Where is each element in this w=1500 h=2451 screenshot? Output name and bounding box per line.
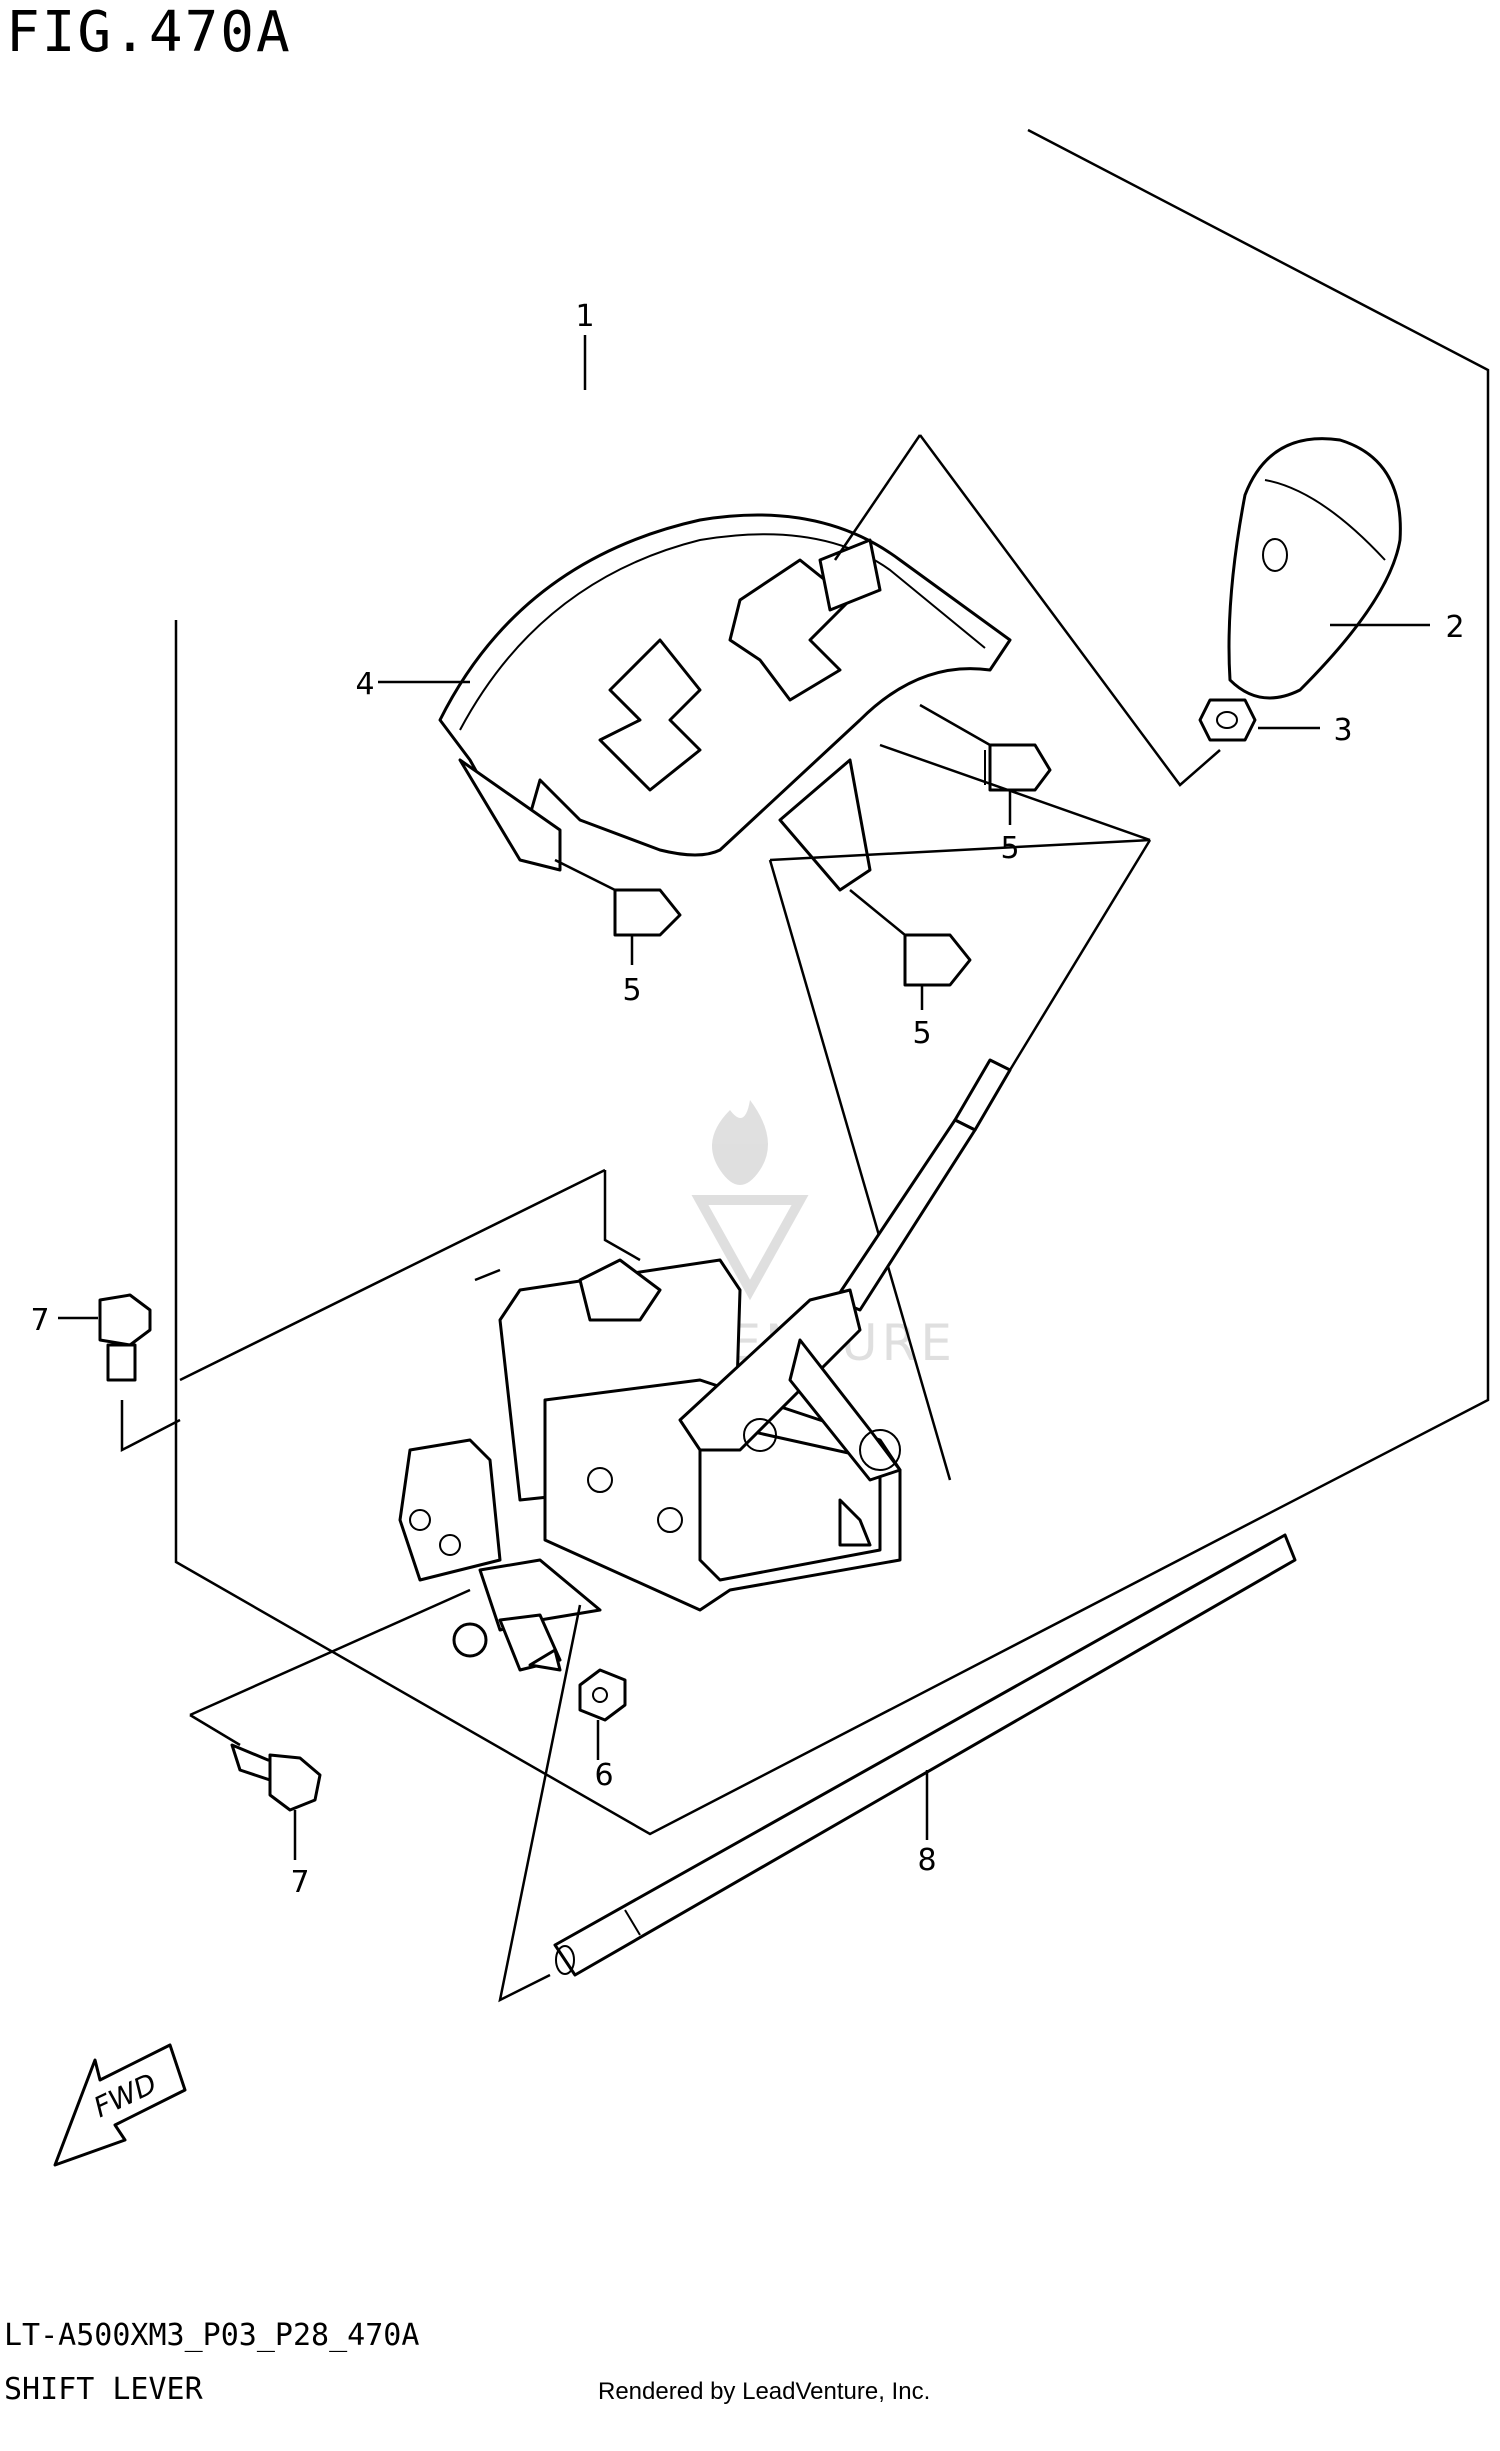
shift-gate-cover	[438, 513, 1012, 892]
callout-5-left: 5	[622, 973, 641, 1008]
callout-7-upper: 7	[30, 1303, 49, 1338]
callout-5-right: 5	[1000, 831, 1019, 866]
shift-mechanism	[398, 1258, 902, 1672]
callout-7-lower: 7	[290, 1865, 309, 1900]
callout-8: 8	[917, 1843, 936, 1878]
shift-rod-8	[553, 1533, 1297, 1977]
nut-6	[578, 1668, 627, 1722]
bolt-7-lower	[230, 1743, 322, 1812]
callout-2: 2	[1445, 610, 1464, 645]
callout-5-middle: 5	[912, 1016, 931, 1051]
model-code: LT-A500XM3_P03_P28_470A	[4, 2318, 420, 2353]
callout-3: 3	[1333, 713, 1352, 748]
bolt-5-left	[613, 888, 682, 937]
threaded-shift-rod	[833, 1058, 1012, 1312]
bolt-7-upper	[98, 1293, 152, 1382]
bolt-5-right	[984, 743, 1052, 792]
knob-nut	[1198, 698, 1257, 742]
assembly-outline	[174, 128, 1490, 1836]
bolt-5-middle	[903, 933, 972, 987]
callout-6: 6	[594, 1758, 613, 1793]
fwd-arrow-icon: FWD	[53, 2043, 187, 2167]
shift-knob	[1227, 437, 1402, 700]
rendered-by: Rendered by LeadVenture, Inc.	[598, 2378, 931, 2405]
callout-1: 1	[575, 299, 594, 334]
callout-4: 4	[355, 667, 374, 702]
figure-title: FIG.470A	[6, 0, 292, 65]
group-name: SHIFT LEVER	[4, 2372, 203, 2407]
